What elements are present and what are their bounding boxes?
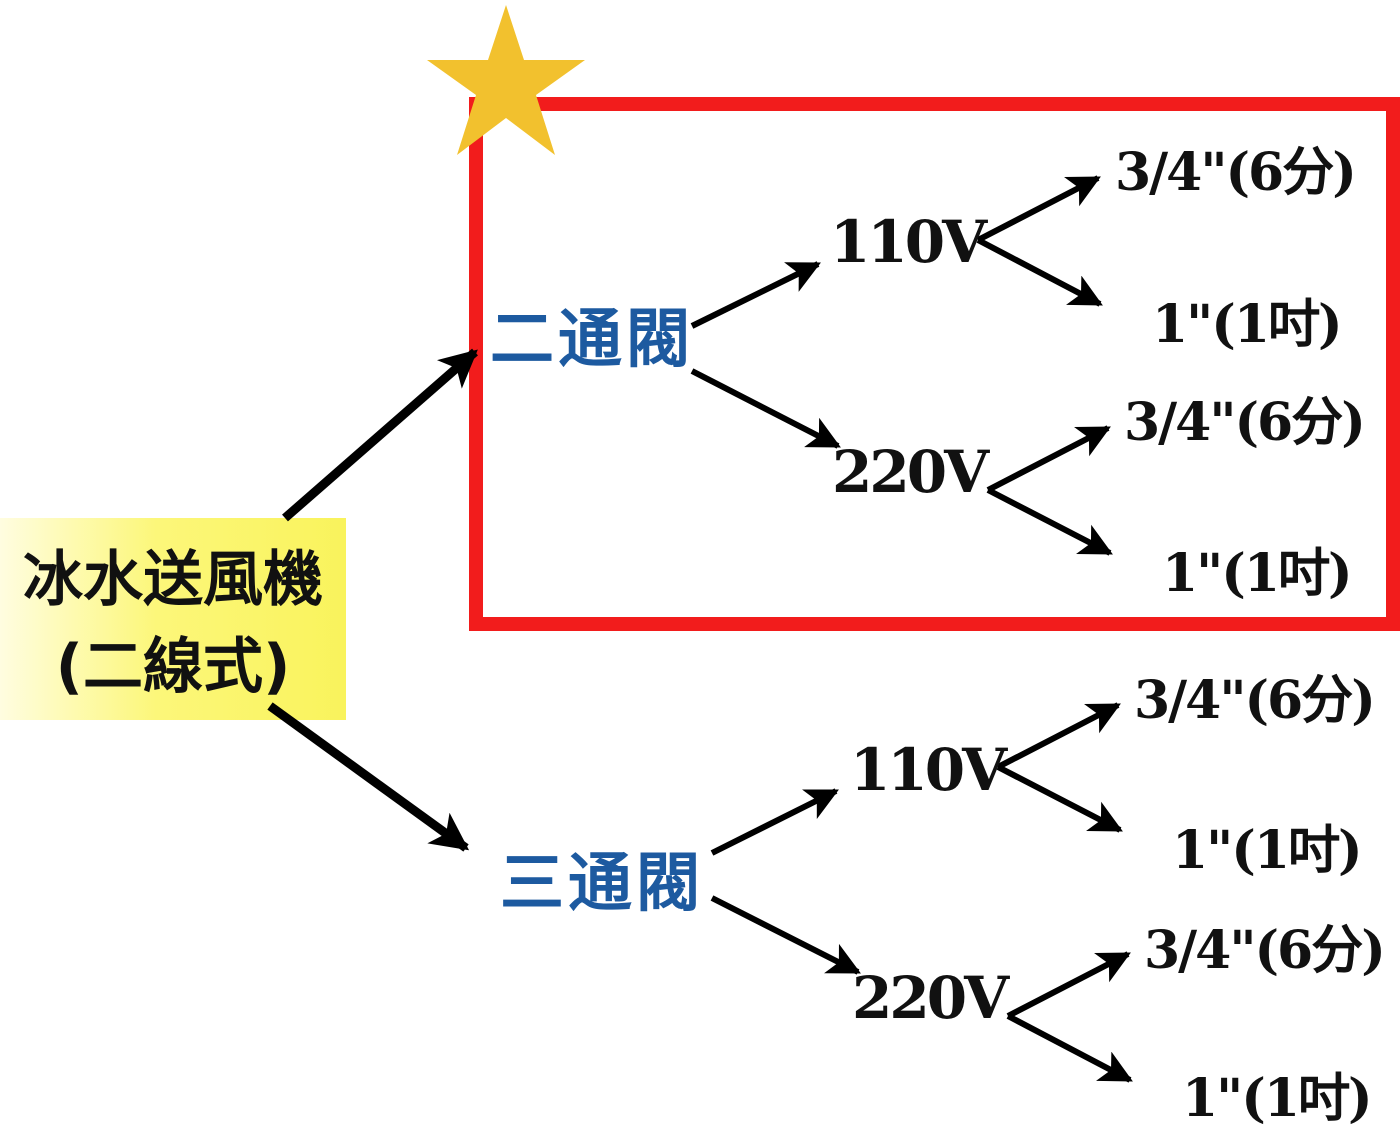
two-way-110v-size-1: 1"(1吋): [1152, 294, 1343, 355]
arrow-three-way-to-110v: [710, 788, 839, 856]
arrow-two-way-to-220v: [690, 368, 841, 449]
arrow-3w-220v-to-34: [1006, 951, 1131, 1019]
two-way-110v-size-34: 3/4"(6分): [1115, 142, 1357, 203]
arrow-2w-220v-to-1: [986, 487, 1113, 556]
arrow-two-way-to-110v: [690, 261, 821, 329]
three-way-110v-label: 110V: [850, 736, 1007, 804]
root-node-title: 冰水送風機: [23, 545, 323, 615]
three-way-220v-size-1: 1"(1吋): [1182, 1068, 1373, 1129]
three-way-220v-label: 220V: [852, 964, 1009, 1032]
two-way-220v-label: 220V: [832, 438, 989, 506]
arrow-root-to-two-way: [282, 348, 478, 522]
three-way-110v-size-34: 3/4"(6分): [1134, 670, 1376, 731]
root-node-subtitle: (二線式): [55, 632, 291, 702]
arrow-2w-110v-to-1: [976, 237, 1103, 307]
root-node-box: [0, 518, 346, 720]
arrow-2w-220v-to-34: [986, 425, 1111, 493]
arrow-3w-220v-to-1: [1006, 1013, 1133, 1083]
arrow-2w-110v-to-34: [976, 175, 1101, 243]
three-way-valve-label: 三通閥: [500, 847, 704, 921]
two-way-220v-size-34: 3/4"(6分): [1124, 392, 1366, 453]
two-way-220v-size-1: 1"(1吋): [1162, 543, 1353, 604]
star-icon: [427, 5, 585, 155]
three-way-220v-size-34: 3/4"(6分): [1144, 920, 1386, 981]
arrow-three-way-to-220v: [710, 895, 861, 975]
two-way-110v-label: 110V: [830, 208, 987, 276]
two-way-valve-label: 二通閥: [490, 303, 694, 377]
three-way-110v-size-1: 1"(1吋): [1172, 820, 1363, 881]
arrow-3w-110v-to-1: [996, 764, 1123, 833]
arrow-3w-110v-to-34: [996, 702, 1121, 770]
arrow-root-to-three-way: [267, 702, 470, 852]
